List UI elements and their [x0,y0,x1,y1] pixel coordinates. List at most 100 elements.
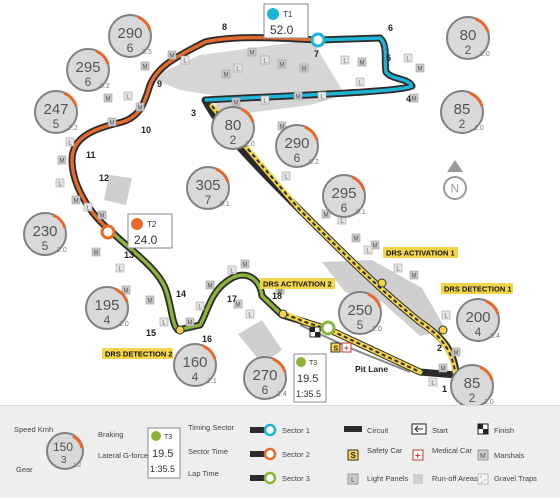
marshal-post: M [107,117,117,127]
marshal-post: M [185,317,195,327]
medical-car-icon: + [412,449,424,461]
svg-text:M: M [250,51,255,57]
gauge-g-force: 2.0 [372,326,382,333]
gauge-g-force: 3.4 [490,333,500,340]
legend-lap-time-label: Lap Time [188,469,219,478]
marshal-post: M [140,61,150,71]
marshal-post: M [357,57,367,67]
svg-text:M: M [106,97,111,103]
legend-panel: 150 3 1.2 Speed Kmh Braking Lateral G-fo… [0,405,560,498]
marshal-post: M [103,93,113,103]
gauge-g-force: 1.0 [474,125,484,132]
gauge-speed: 290 [117,25,142,42]
light-panel: L [260,55,270,65]
turn-18: 18 [272,291,282,301]
marshal-post: M [277,59,287,69]
gauge-speed: 247 [43,101,68,118]
gravel-icon [477,473,489,485]
drs-zone-1-track [211,105,456,373]
marshal-post: M [221,69,231,79]
light-panel: L [355,77,365,87]
legend-sector-1: Sector 1 [282,426,310,435]
gauge-speed: 295 [331,185,356,202]
gauge-gear: 4 [475,325,482,339]
svg-text:L: L [366,249,370,255]
sector-2-marker [100,224,116,240]
legend-timing-lap: 1:35.5 [150,464,175,474]
marshal-post: M [91,247,101,257]
svg-text:L: L [198,305,202,311]
svg-text:M: M [280,125,285,131]
timing-value: 24.0 [134,233,158,247]
legend-gravel-label: Gravel Traps [494,474,537,483]
marshal-post: M [167,50,177,60]
svg-text:M: M [412,97,417,103]
light-panel: L [245,309,255,319]
legend-timing: T3 19.5 1:35.5 Timing Sector Sector Time… [147,423,234,479]
svg-text:M: M [143,65,148,71]
light-panel: L [393,263,403,273]
svg-text:M: M [224,73,229,79]
svg-text:DRS DETECTION 2: DRS DETECTION 2 [105,350,173,359]
svg-text:L: L [236,67,240,73]
marshal-post: M [121,285,131,295]
timing-value: 52.0 [270,23,294,37]
legend-gforce-label: Lateral G-force [98,451,148,460]
legend-gear-label: Gear [16,465,33,474]
drs-label-activation-2: DRS ACTIVATION 2 [260,278,335,289]
marshal-post: M [135,102,145,112]
braking-arc [367,292,382,308]
svg-text:M: M [234,101,239,107]
light-panel: L [55,178,65,188]
legend-marshals-label: Marshals [494,451,525,460]
braking-arc [95,49,110,65]
pit-lane-label: Pit Lane [355,364,388,374]
gauge-g-force: 0.2 [100,83,110,90]
turn-14: 14 [176,289,186,299]
svg-text:L: L [351,477,355,484]
gauge-g-force: 0.1 [220,201,230,208]
svg-text:M: M [208,284,213,290]
svg-text:M: M [100,214,105,220]
legend-run-off-label: Run-off Areas [432,474,478,483]
gauge-gear: 2 [469,391,476,405]
turn-7: 7 [314,49,319,59]
compass-label: N [451,182,460,196]
svg-text:DRS DETECTION 1: DRS DETECTION 1 [444,285,512,294]
svg-text:L: L [263,99,267,105]
light-panel: L [227,265,237,275]
gauge-speed: 270 [252,367,277,384]
gauge-speed: 195 [94,297,119,314]
braking-arc [215,167,230,183]
marshal-post: M [97,210,107,220]
svg-text:DRS ACTIVATION 2: DRS ACTIVATION 2 [263,280,332,289]
svg-text:M: M [94,251,99,257]
svg-text:L: L [406,57,410,63]
light-panels-icon: L [347,473,359,485]
timing-box-t2: T2 24.0 [127,213,173,249]
gauge-gear: 5 [42,239,49,253]
turn-15: 15 [146,328,156,338]
gauge-gear: 2 [459,117,466,131]
light-panel: L [159,317,169,327]
legend-gauge-gear: 3 [61,455,67,466]
legend-light-panels-label: Light Panels [367,474,409,483]
svg-text:M: M [74,199,79,205]
light-panel: L [115,263,125,273]
svg-text:S: S [351,451,357,460]
svg-text:L: L [183,59,187,65]
light-panel: L [340,55,350,65]
legend-circuit-label: Circuit [367,426,389,435]
legend-timing-id: T3 [164,434,172,441]
turn-16: 16 [202,334,212,344]
svg-text:L: L [162,321,166,327]
svg-text:L: L [284,175,288,181]
marshals-icon: M [477,449,489,461]
braking-arc [202,344,217,360]
